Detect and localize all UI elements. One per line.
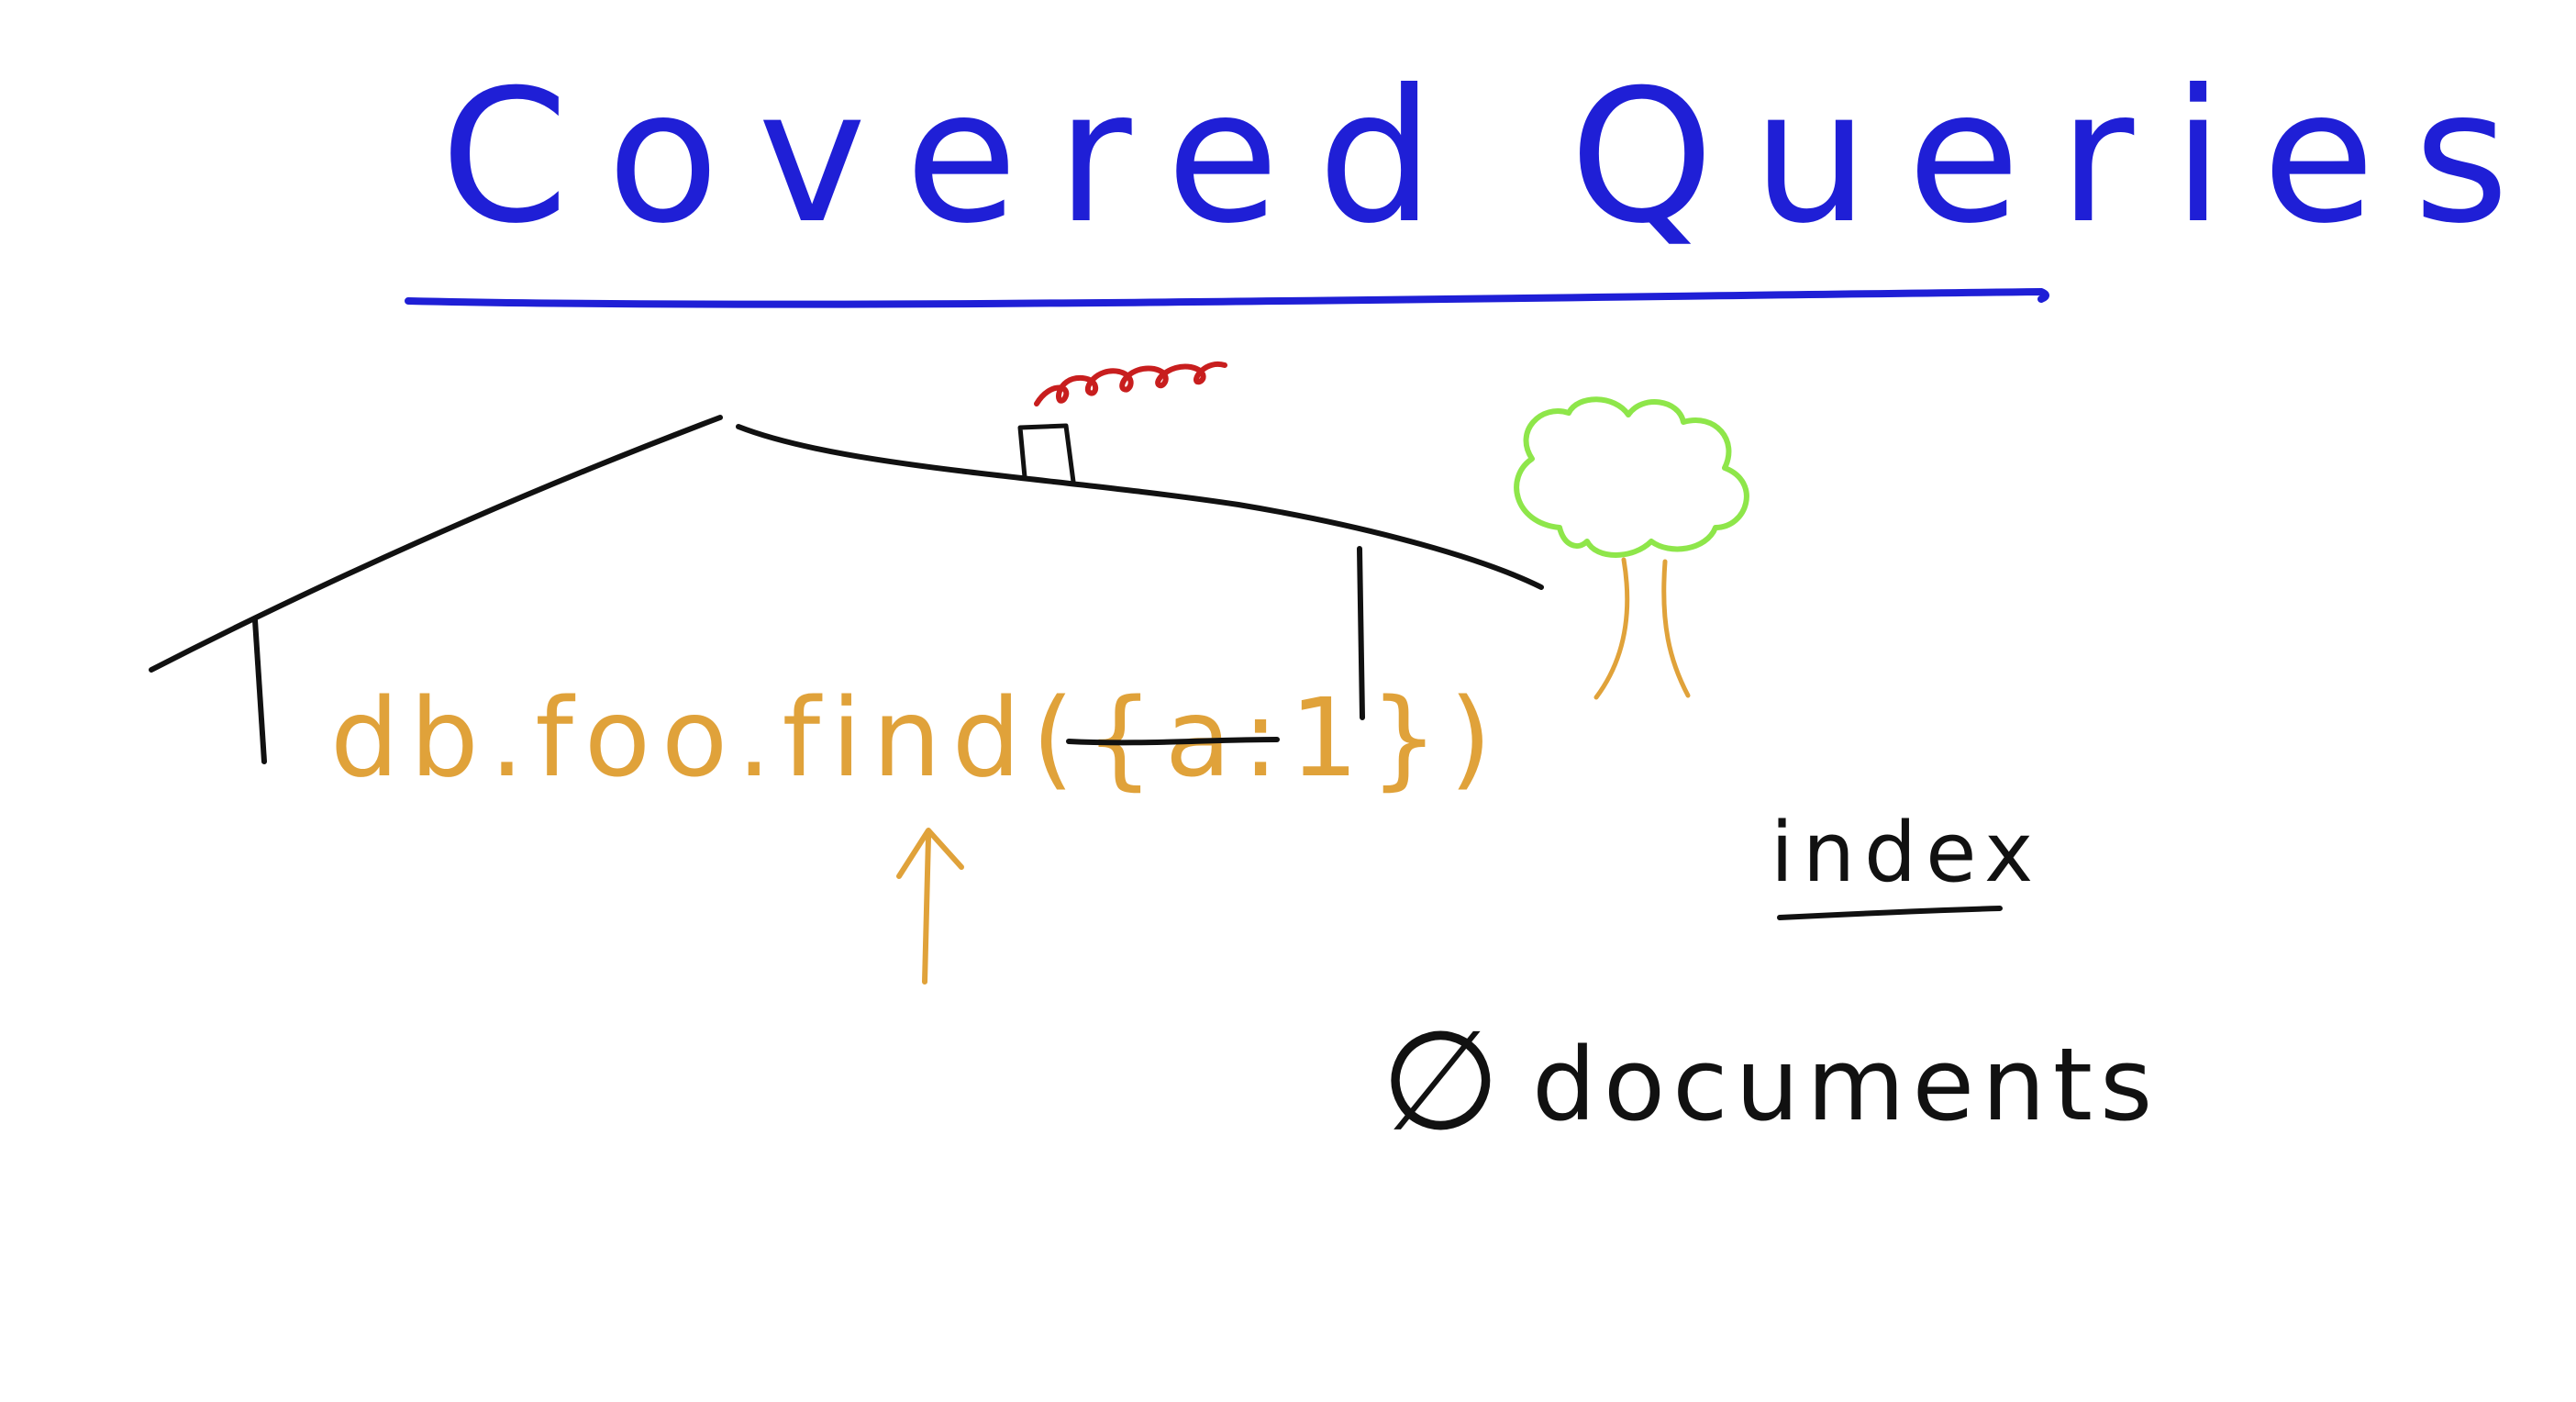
roof-left [149, 415, 723, 673]
query-value-underline [1066, 737, 1280, 746]
tree-icon [1514, 396, 1749, 700]
house-icon [149, 415, 1544, 764]
documents-label: documents [1532, 1026, 2160, 1143]
wall-left [252, 618, 267, 764]
wall-right [1357, 546, 1365, 720]
tree-trunk-right [1661, 559, 1691, 698]
page-title: Covered Queries [440, 50, 2548, 264]
smoke-icon [1034, 361, 1227, 406]
chimney-icon [1017, 423, 1076, 484]
query-code: db.foo.find({a:1}) [330, 674, 1503, 801]
index-underline [1777, 906, 2003, 920]
title-underline [405, 287, 2049, 308]
tree-canopy [1514, 396, 1749, 558]
empty-set-symbol: ∅ [1381, 1002, 1501, 1162]
roof-right [736, 424, 1544, 590]
tree-trunk-left [1593, 557, 1630, 700]
index-label: index [1771, 805, 2042, 901]
up-arrow-icon [896, 828, 964, 985]
